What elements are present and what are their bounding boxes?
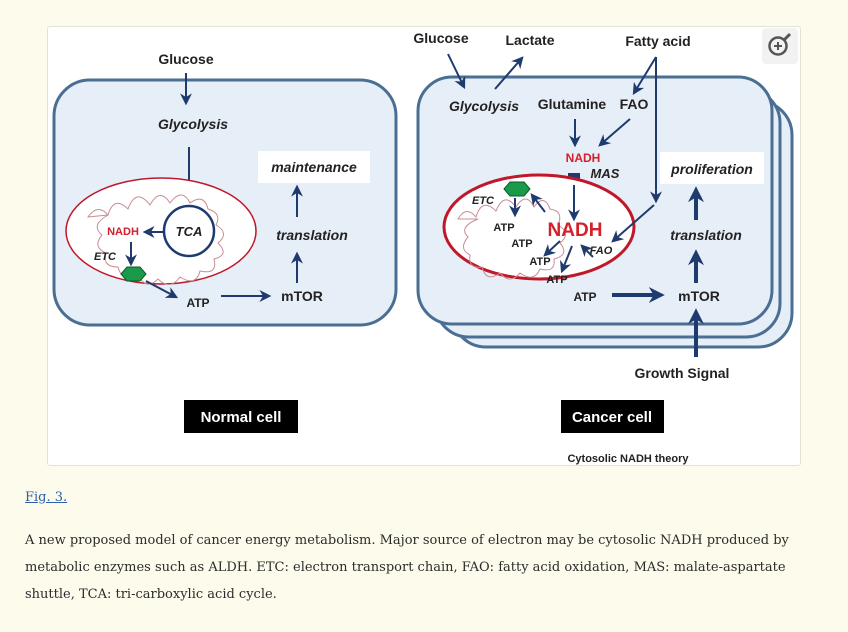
normal-glycolysis-label: Glycolysis <box>158 116 228 132</box>
figure-caption: A new proposed model of cancer energy me… <box>25 533 789 602</box>
cancer-translation-label: translation <box>670 227 742 243</box>
cancer-atp-label-3: ATP <box>529 256 550 268</box>
cancer-nadh-to-etc-arrow <box>530 193 546 213</box>
figure-link[interactable]: Fig. 3. <box>25 490 68 505</box>
normal-etc-to-atp-arrow <box>145 280 179 299</box>
normal-etc-hexagon <box>120 266 147 282</box>
cancer-etc-label: ETC <box>472 195 495 207</box>
cancer-atp-label-2: ATP <box>511 238 532 250</box>
cancer-proliferation-label: proliferation <box>670 161 753 177</box>
theory-label: Cytosolic NADH theory <box>567 453 689 465</box>
cancer-cell-label: Cancer cell <box>572 409 652 426</box>
cancer-fao-to-nadh-arrow <box>580 244 594 258</box>
normal-nadh-label: NADH <box>107 226 139 238</box>
cancer-fatty-acid-to-fao-arrow <box>632 56 657 96</box>
cancer-fao-inner-label: FAO <box>590 245 613 257</box>
cancer-mtor-label: mTOR <box>678 288 720 304</box>
zoom-in-icon <box>762 28 798 64</box>
cancer-glucose-label: Glucose <box>413 30 468 46</box>
normal-translation-label: translation <box>276 227 348 243</box>
metabolism-diagram: Glucose Glycolysis TCA NADH ETC ATP mTOR… <box>52 30 794 465</box>
normal-cell-label: Normal cell <box>201 409 282 426</box>
cancer-lactate-label: Lactate <box>505 32 554 48</box>
cancer-nadh-to-atp-arrow-2 <box>559 245 573 274</box>
cancer-mas-label: MAS <box>591 166 620 181</box>
normal-cell-label-box <box>184 400 298 433</box>
normal-glucose-label: Glucose <box>158 51 213 67</box>
figure-panel: Glucose Glycolysis TCA NADH ETC ATP mTOR… <box>47 26 801 466</box>
cancer-fatty-acid-label: Fatty acid <box>625 33 690 49</box>
normal-tca-label: TCA <box>176 224 203 239</box>
cancer-nadh-small-label: NADH <box>566 151 601 165</box>
normal-mito-cristae <box>86 194 224 285</box>
cancer-cell-label-box <box>561 400 664 433</box>
normal-etc-label: ETC <box>94 251 117 263</box>
cancer-fao-top-label: FAO <box>620 96 649 112</box>
cancer-lactate-arrow <box>494 56 524 90</box>
cancer-nadh-to-atp-arrow-1 <box>543 240 561 257</box>
cancer-atp-out-label: ATP <box>573 290 596 304</box>
cancer-glutamine-label: Glutamine <box>538 96 607 112</box>
cancer-atp-label-1: ATP <box>493 222 514 234</box>
zoom-button[interactable] <box>762 28 798 64</box>
cancer-nadh-big-label: NADH <box>548 220 603 241</box>
cancer-etc-hexagon <box>503 181 531 197</box>
normal-maintenance-box <box>258 151 370 183</box>
cancer-glycolysis-label: Glycolysis <box>449 98 519 114</box>
cancer-glucose-arrow <box>447 53 466 90</box>
cancer-mito-cristae <box>457 198 566 280</box>
cancer-fao-arrow <box>598 118 631 147</box>
normal-maintenance-label: maintenance <box>271 159 357 175</box>
normal-mtor-label: mTOR <box>281 288 323 304</box>
cancer-atp-label-4: ATP <box>546 274 567 286</box>
cancer-growth-signal-label: Growth Signal <box>635 365 730 381</box>
cancer-fatty-acid-to-fao-inner-arrow <box>611 204 655 243</box>
cancer-proliferation-box <box>660 152 764 184</box>
normal-atp-label: ATP <box>186 296 209 310</box>
